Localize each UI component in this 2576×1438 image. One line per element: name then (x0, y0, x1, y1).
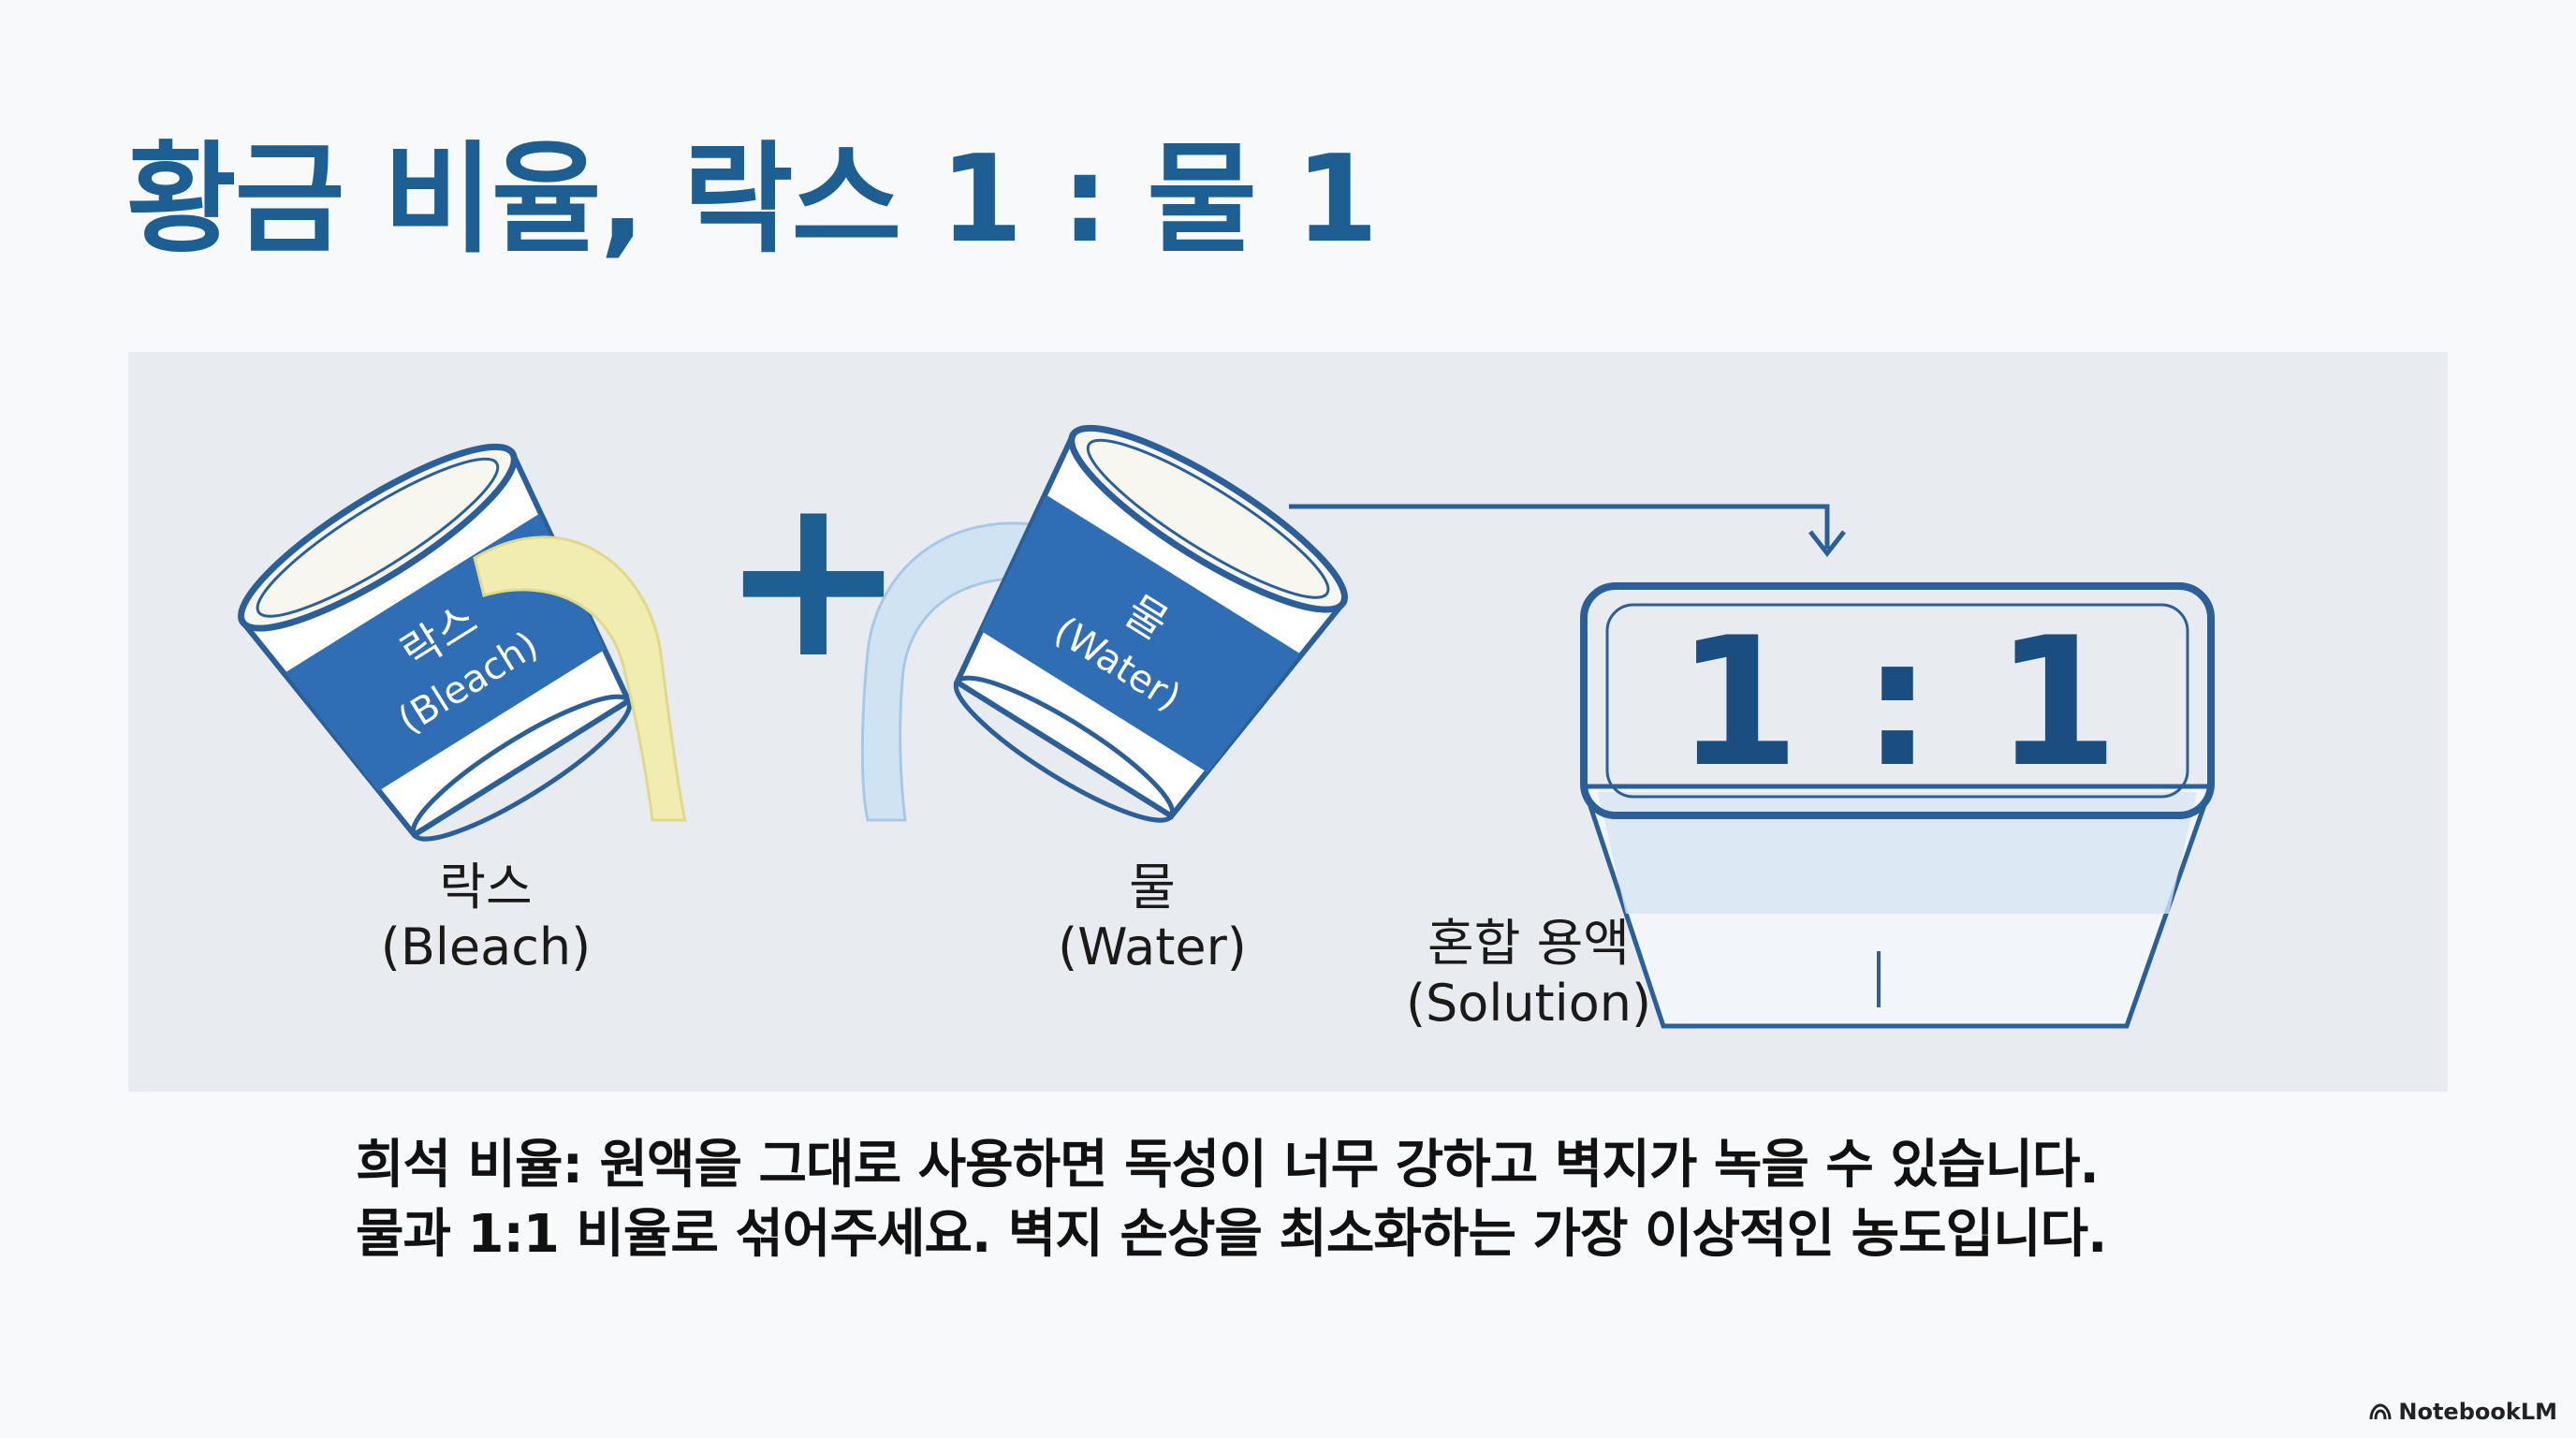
bleach-caption: 락스 (Bleach) (381, 858, 591, 977)
arrow-icon (1289, 506, 1844, 553)
illustration-panel: 락스 (Bleach) + 물 (Water) (128, 352, 2448, 1092)
description-line-1: 희석 비율: 원액을 그대로 사용하면 독성이 너무 강하고 벽지가 녹을 수 … (356, 1131, 2228, 1200)
ratio-text: 1 : 1 (1676, 599, 2119, 806)
solution-caption-en: (Solution) (1406, 974, 1651, 1034)
page-title: 황금 비율, 락스 1 : 물 1 (126, 140, 1377, 260)
notebooklm-logo-icon (2368, 1402, 2393, 1421)
water-cup-icon: 물 (Water) (915, 402, 1364, 858)
bleach-caption-en: (Bleach) (381, 917, 591, 977)
bleach-caption-ko: 락스 (381, 858, 591, 917)
container-icon: 1 : 1 (1584, 586, 2211, 1026)
brand-watermark: NotebookLM (2368, 1399, 2557, 1425)
water-caption-ko: 물 (1058, 858, 1247, 917)
description-line-2: 물과 1:1 비율로 섞어주세요. 벽지 손상을 최소화하는 가장 이상적인 농… (356, 1200, 2228, 1269)
mixing-illustration: 락스 (Bleach) + 물 (Water) (128, 352, 2448, 1092)
brand-name: NotebookLM (2398, 1399, 2557, 1425)
solution-caption-ko: 혼합 용액 (1406, 914, 1651, 974)
description: 희석 비율: 원액을 그대로 사용하면 독성이 너무 강하고 벽지가 녹을 수 … (356, 1131, 2228, 1269)
water-caption-en: (Water) (1058, 917, 1247, 977)
bleach-cup-icon: 락스 (Bleach) (222, 420, 671, 876)
water-caption: 물 (Water) (1058, 858, 1247, 977)
solution-caption: 혼합 용액 (Solution) (1406, 914, 1651, 1034)
